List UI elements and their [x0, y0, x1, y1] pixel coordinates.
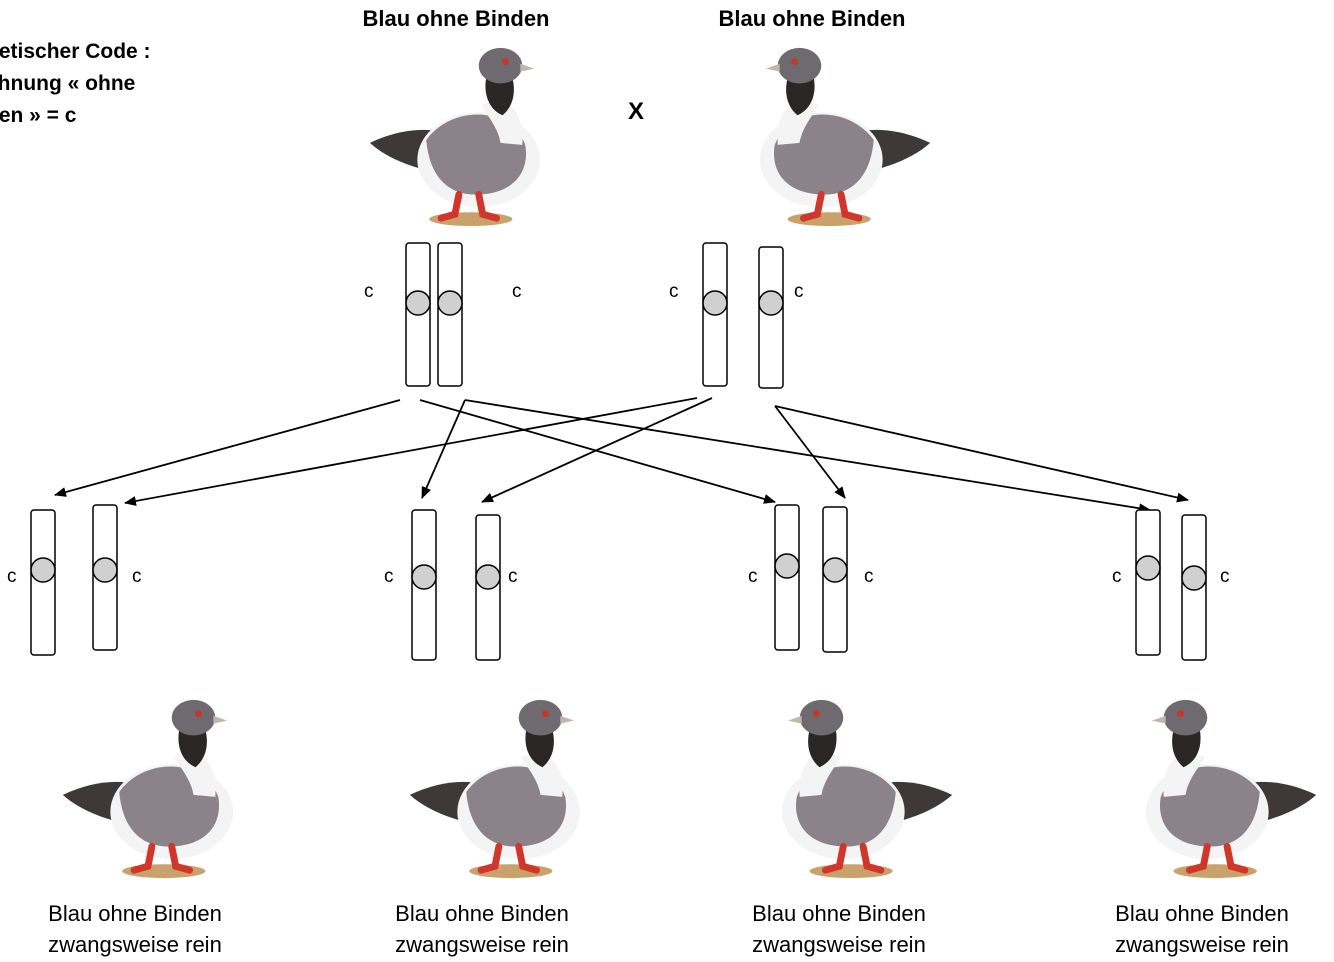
- allele-label: c: [748, 566, 758, 587]
- gene-locus: [822, 557, 848, 583]
- parent-left-chromosomes: [405, 242, 463, 387]
- cross-symbol: X: [628, 98, 645, 125]
- pigeon-illustration-offspring-3: [782, 700, 952, 878]
- arrow: [774, 405, 1189, 503]
- arrow: [421, 399, 466, 499]
- offspring-4-caption: Blau ohne Binden zwangsweise rein: [1072, 898, 1332, 960]
- allele-label: c: [512, 281, 522, 302]
- caption-note: zwangsweise rein: [395, 932, 569, 957]
- chromosome: [758, 246, 784, 389]
- arrow: [419, 399, 776, 504]
- gene-locus: [1181, 565, 1207, 591]
- pigeon-illustration-parent-right: [760, 48, 930, 226]
- offspring-4-chromosomes: [1135, 509, 1207, 661]
- caption-note: zwangsweise rein: [1115, 932, 1289, 957]
- arrow: [774, 405, 846, 499]
- gene-locus: [92, 557, 118, 583]
- chromosome: [1135, 509, 1161, 656]
- arrow: [481, 397, 713, 503]
- arrow: [54, 399, 401, 497]
- gene-locus: [702, 290, 728, 316]
- pigeon-illustration-parent-left: [370, 48, 540, 226]
- parent-right-chromosomes: [702, 242, 784, 389]
- allele-label: c: [1220, 566, 1230, 587]
- gene-locus: [411, 564, 437, 590]
- parent-right-label: Blau ohne Binden: [718, 6, 906, 31]
- offspring-3-caption: Blau ohne Binden zwangsweise rein: [709, 898, 969, 960]
- offspring-2-chromosomes: [411, 509, 501, 661]
- gene-locus: [30, 557, 56, 583]
- arrow: [124, 397, 698, 506]
- allele-label: c: [364, 281, 374, 302]
- offspring-1-caption: Blau ohne Binden zwangsweise rein: [5, 898, 265, 960]
- pigeon-illustration-offspring-4: [1146, 700, 1316, 878]
- genetic-code-note: netischer Code : chnung « ohne den » = c: [0, 40, 151, 127]
- arrow: [464, 399, 1151, 514]
- gene-locus: [475, 564, 501, 590]
- gene-locus: [437, 290, 463, 316]
- gene-locus: [1135, 555, 1161, 581]
- gene-locus: [405, 290, 431, 316]
- allele-label: c: [7, 566, 17, 587]
- caption-phenotype: Blau ohne Binden: [395, 901, 569, 926]
- offspring-2-caption: Blau ohne Binden zwangsweise rein: [352, 898, 612, 960]
- pigeon-illustration-offspring-2: [410, 700, 580, 878]
- caption-note: zwangsweise rein: [752, 932, 926, 957]
- allele-label: c: [508, 566, 518, 587]
- allele-label: c: [1112, 566, 1122, 587]
- allele-label: c: [384, 566, 394, 587]
- caption-phenotype: Blau ohne Binden: [752, 901, 926, 926]
- offspring-3-chromosomes: [774, 504, 848, 653]
- offspring-1-chromosomes: [30, 504, 118, 656]
- caption-note: zwangsweise rein: [48, 932, 222, 957]
- gene-locus: [758, 290, 784, 316]
- allele-label: c: [132, 566, 142, 587]
- caption-phenotype: Blau ohne Binden: [1115, 901, 1289, 926]
- parent-left-label: Blau ohne Binden: [362, 6, 550, 31]
- gene-locus: [774, 553, 800, 579]
- inheritance-arrows: [54, 397, 1189, 514]
- pigeon-illustration-offspring-1: [63, 700, 233, 878]
- allele-label: c: [794, 281, 804, 302]
- allele-label: c: [864, 566, 874, 587]
- allele-label: c: [669, 281, 679, 302]
- caption-phenotype: Blau ohne Binden: [48, 901, 222, 926]
